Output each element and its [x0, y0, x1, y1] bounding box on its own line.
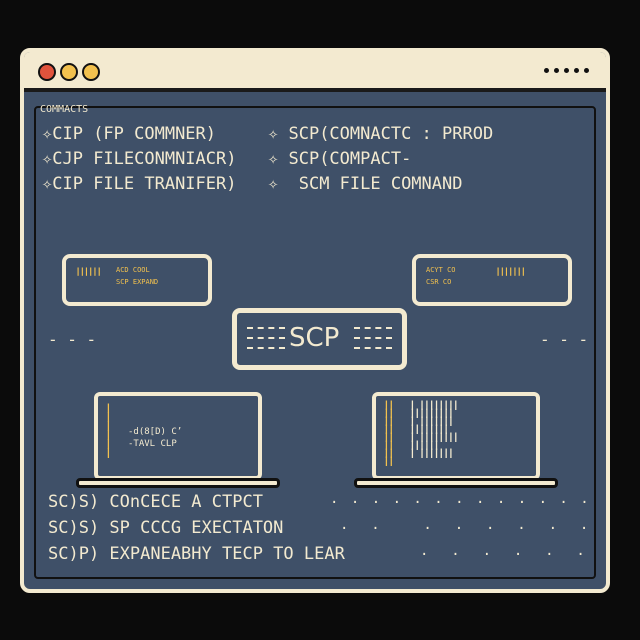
- divider: [354, 347, 392, 351]
- command-line-2-left: ✧CJP FILECONMNIACR): [42, 149, 237, 169]
- menu-dot-icon: [564, 68, 569, 73]
- right-laptop-gutter: ┃┃ ┃┃ ┃┃ ┃┃ ┃┃ ┃┃ ┃┃ ┃┃: [384, 401, 394, 466]
- title-bar: [24, 52, 606, 92]
- command-line-3-left: ✧CIP FILE TRANIFER): [42, 174, 237, 194]
- scp-center-box[interactable]: SCP: [232, 308, 407, 370]
- right-laptop-base: [354, 478, 558, 488]
- menu-dot-icon: [574, 68, 579, 73]
- header-label: COMMACTS: [40, 104, 89, 115]
- left-laptop-text: -d(8[D) C’ -TAVL CLP: [128, 427, 183, 449]
- divider: [247, 347, 285, 351]
- left-dashes: - - -: [48, 330, 97, 349]
- divider: [354, 327, 392, 331]
- divider: [247, 327, 285, 331]
- scp-label: SCP: [289, 323, 340, 353]
- divider: [354, 337, 392, 341]
- minimize-dot-icon[interactable]: [60, 63, 78, 81]
- command-line-1-right: ✧ SCP(COMNACTC : PRROD: [268, 124, 494, 144]
- left-box-bullets: ┃┃┃┃┃┃: [76, 268, 102, 276]
- footer-dots-3: · · · · · ·: [420, 547, 587, 563]
- menu-dot-icon: [554, 68, 559, 73]
- right-box-bullets: ┃┃┃┃┃┃┃: [496, 268, 526, 276]
- left-laptop-gutter: ┃ ┃ ┃ ┃ ┃ ┃: [106, 404, 111, 458]
- menu-dot-icon: [544, 68, 549, 73]
- terminal-pane: [34, 106, 596, 579]
- right-laptop-screen[interactable]: ┃┃ ┃┃ ┃┃ ┃┃ ┃┃ ┃┃ ┃┃ ┃┃ ┃ ┃┃┃┃┃┃┃┃ ┃┃┃┃┃…: [372, 392, 540, 480]
- footer-line-1: SC)S) COnCECE A CTPCT: [48, 492, 263, 512]
- close-dot-icon[interactable]: [38, 63, 56, 81]
- divider: [247, 337, 285, 341]
- footer-line-2: SC)S) SP CCCG EXECTATON: [48, 518, 284, 538]
- left-box-line-1: ACD COOL: [116, 266, 150, 274]
- left-laptop-screen[interactable]: ┃ ┃ ┃ ┃ ┃ ┃ -d(8[D) C’ -TAVL CLP: [94, 392, 262, 480]
- maximize-dot-icon[interactable]: [82, 63, 100, 81]
- footer-line-3: SC)P) EXPANEABHY TECP TO LEAR: [48, 544, 345, 564]
- footer-dots-1: · · · · · · · · · · · · ·: [330, 495, 591, 511]
- right-box-line-1: ACYT CO: [426, 266, 456, 274]
- right-laptop-code: ┃ ┃┃┃┃┃┃┃┃ ┃┃┃┃┃┃┃┃┃ ┃ ┃┃┃┃┃┃┃ ┃┃┃┃┃┃┃┃ …: [410, 401, 459, 458]
- right-dashes: - - -: [540, 330, 589, 349]
- command-line-3-right: ✧ SCM FILE COMNAND: [268, 174, 463, 194]
- left-box-line-2: SCP EXPAND: [116, 278, 159, 286]
- footer-dots-2: · · · · · · · ·: [340, 521, 591, 537]
- command-line-1-left: ✧CIP (FP COMMNER): [42, 124, 217, 144]
- right-box-line-2: CSR CO: [426, 278, 452, 286]
- command-line-2-right: ✧ SCP(COMPACT-: [268, 149, 412, 169]
- left-laptop-base: [76, 478, 280, 488]
- menu-dot-icon: [584, 68, 589, 73]
- right-command-box[interactable]: ACYT CO CSR CO ┃┃┃┃┃┃┃: [412, 254, 572, 306]
- left-command-box[interactable]: ┃┃┃┃┃┃ ACD COOL SCP EXPAND: [62, 254, 212, 306]
